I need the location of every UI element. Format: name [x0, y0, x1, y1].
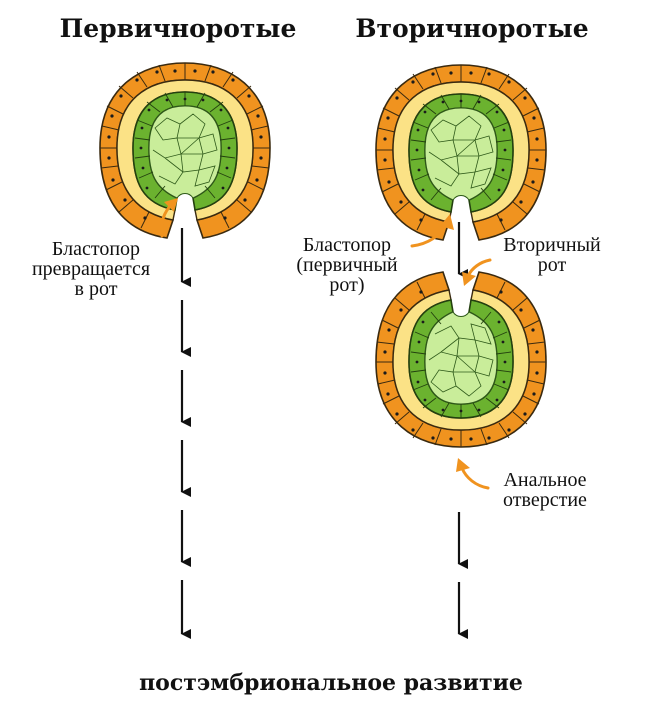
label-secondary-mouth-1: Вторичный: [503, 234, 601, 256]
deuterostome-gastrula: [375, 64, 547, 241]
deuterostome-embryo-with-mouth: [375, 271, 547, 448]
label-right-blastopore-1: Бластопор: [303, 234, 391, 256]
pointer-secondary-mouth: [462, 258, 492, 286]
title-deuterostomes: Вторичноротые: [355, 14, 588, 43]
pointer-anal-opening: [456, 458, 490, 490]
pointer-right-blastopore: [410, 214, 454, 248]
label-right-blastopore-3: рот): [329, 274, 364, 296]
label-left-blastopore-1: Бластопор: [52, 238, 140, 260]
label-anal-2: отверстие: [503, 489, 587, 511]
label-left-blastopore-3: в рот: [75, 278, 118, 300]
label-right-blastopore-2: (первичный: [296, 254, 398, 276]
label-anal-1: Анальное: [503, 469, 586, 491]
protostome-gastrula: [99, 62, 271, 239]
pointer-left-blastopore: [160, 198, 178, 238]
label-secondary-mouth-2: рот: [538, 254, 567, 276]
label-left-blastopore-2: превращается: [32, 258, 150, 280]
title-protostomes: Первичноротые: [60, 14, 297, 43]
footer-postembryonic: постэмбриональное развитие: [139, 670, 523, 696]
